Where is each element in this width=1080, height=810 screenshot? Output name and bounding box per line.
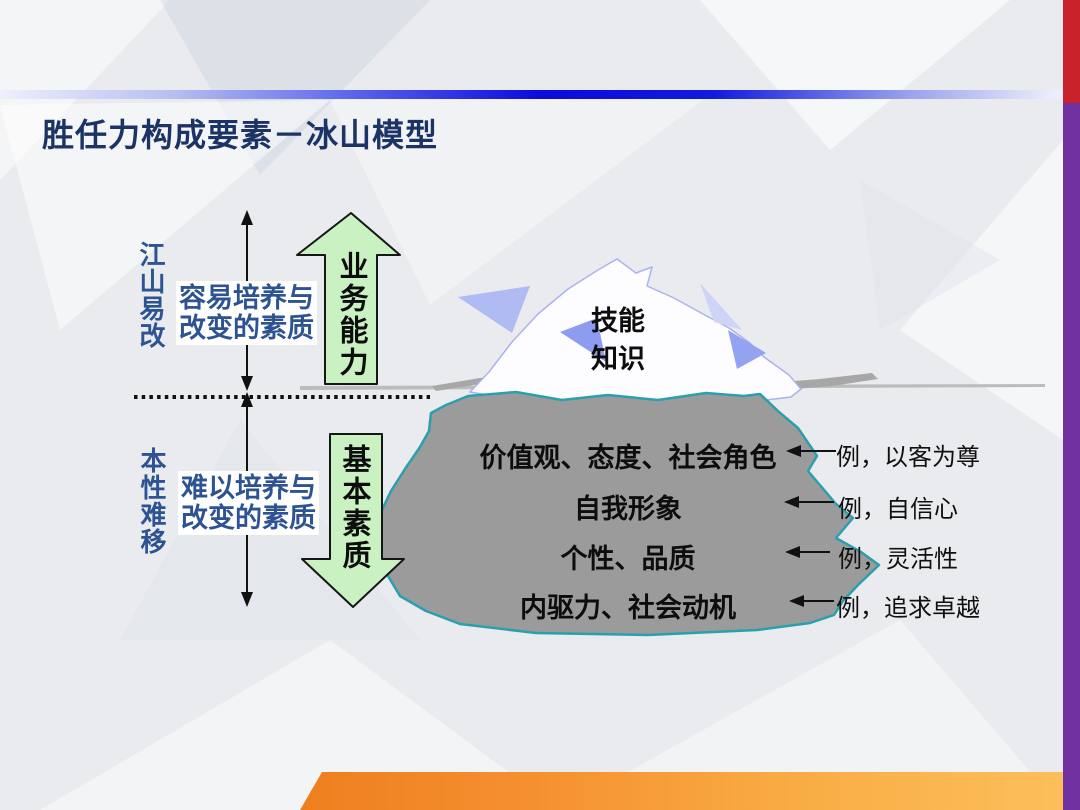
label-hard-line2: 改变的素质 xyxy=(181,503,316,533)
iceberg-above-water-shape xyxy=(469,258,802,401)
right-edge-red-bar xyxy=(1063,0,1080,103)
up-arrow-shape xyxy=(296,212,401,385)
iceberg-facet xyxy=(700,283,742,330)
label-self-image: 自我形象 xyxy=(574,494,682,524)
example-arrow-2 xyxy=(784,496,834,508)
label-easy-to-cultivate-box: 容易培养与 改变的素质 xyxy=(176,281,317,345)
example-flexibility: 例，灵活性 xyxy=(838,547,958,573)
down-arrow-label: 基本素质 xyxy=(338,444,370,572)
example-arrow-1 xyxy=(786,445,836,457)
label-knowledge: 知识 xyxy=(591,344,645,374)
label-hard-to-change-vertical: 本性难移 xyxy=(137,447,167,555)
example-customer-first: 例，以客为尊 xyxy=(836,445,980,471)
label-hard-to-cultivate-box: 难以培养与 改变的素质 xyxy=(178,471,319,535)
label-drive-social-motive: 内驱力、社会动机 xyxy=(520,593,736,623)
right-edge-purple-bar xyxy=(1063,103,1080,810)
example-pursue-excellence: 例，追求卓越 xyxy=(836,596,980,622)
label-skills: 技能 xyxy=(591,306,645,336)
iceberg-facet xyxy=(458,286,530,333)
iceberg-facet xyxy=(560,318,606,362)
down-arrow-shape xyxy=(301,433,405,608)
example-arrow-4 xyxy=(789,595,834,607)
label-easy-to-change-vertical: 江山易改 xyxy=(136,241,166,349)
label-easy-line1: 容易培养与 xyxy=(179,283,314,313)
iceberg-facet xyxy=(728,330,766,369)
label-hard-line1: 难以培养与 xyxy=(181,473,316,503)
top-gradient-bar xyxy=(0,90,1080,99)
up-arrow-label: 业务能力 xyxy=(335,251,367,379)
label-personality-traits: 个性、品质 xyxy=(560,544,696,574)
label-easy-line2: 改变的素质 xyxy=(179,313,314,343)
example-arrow-3 xyxy=(785,546,830,558)
bottom-orange-banner xyxy=(300,772,1080,810)
label-values-attitudes-roles: 价值观、态度、社会角色 xyxy=(479,443,777,473)
page-title: 胜任力构成要素－冰山模型 xyxy=(42,117,439,153)
example-self-confidence: 例，自信心 xyxy=(838,497,958,523)
